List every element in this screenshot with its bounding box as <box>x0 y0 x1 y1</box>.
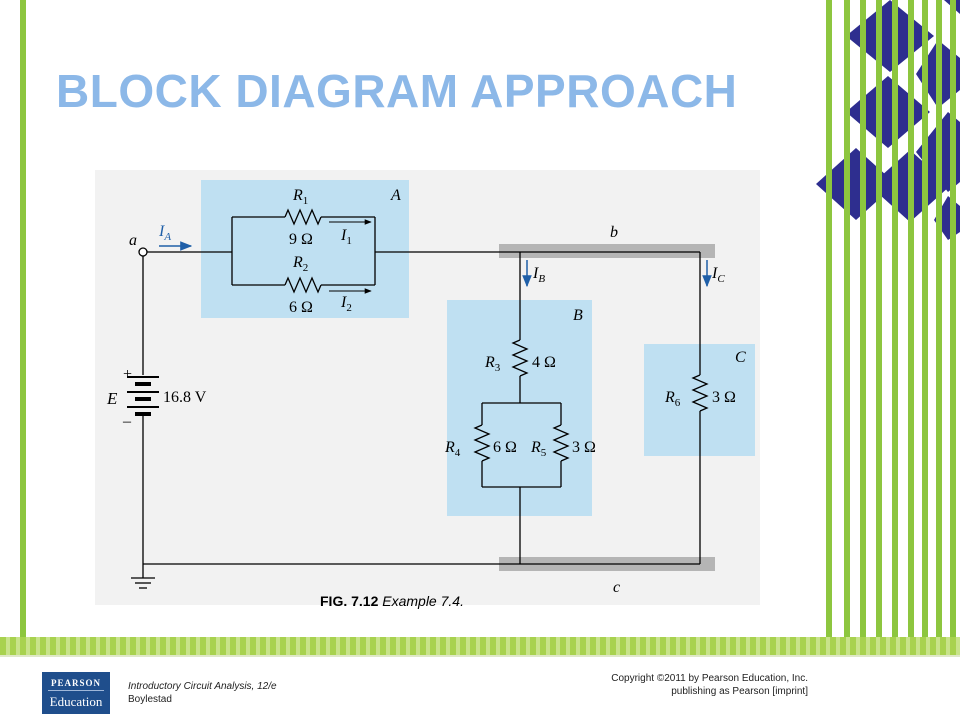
logo-line1: PEARSON <box>48 672 104 691</box>
r6-value: 3 Ω <box>712 389 736 406</box>
current-ia-label: IA <box>158 223 171 243</box>
r3-name: R3 <box>484 354 501 374</box>
battery-icon <box>127 376 159 416</box>
source-plus: + <box>123 366 132 383</box>
source-value: 16.8 V <box>163 389 207 406</box>
book-info: Introductory Circuit Analysis, 12/e Boyl… <box>128 680 277 706</box>
bus-bar-b <box>499 244 715 258</box>
source-minus: – <box>122 413 132 430</box>
left-stripe <box>20 0 26 637</box>
block-b-label: B <box>573 307 583 324</box>
r2-value: 6 Ω <box>289 299 313 316</box>
r4-name: R4 <box>444 439 461 459</box>
source-name: E <box>106 389 118 408</box>
footer-divider <box>0 655 960 657</box>
r6-name: R6 <box>664 389 681 409</box>
logo-line2: Education <box>49 694 103 709</box>
current-i1-label: I1 <box>340 227 352 247</box>
r2-name: R2 <box>292 254 308 274</box>
circuit-diagram: a b c A B C IA I1 I2 IB IC R1 9 Ω R2 6 Ω… <box>106 180 755 596</box>
node-b-label: b <box>610 224 618 241</box>
r5-value: 3 Ω <box>572 439 596 456</box>
figure-caption-text: Example 7.4. <box>382 593 464 609</box>
figure-caption: FIG. 7.12 Example 7.4. <box>320 593 464 609</box>
slide-title: BLOCK DIAGRAM APPROACH <box>56 65 738 117</box>
r1-name: R1 <box>292 187 308 207</box>
pearson-logo: PEARSON Education <box>42 672 110 714</box>
copyright-line1: Copyright ©2011 by Pearson Education, In… <box>611 673 808 684</box>
block-a-label: A <box>390 187 401 204</box>
current-ic-label: IC <box>711 265 725 285</box>
r5-name: R5 <box>530 439 547 459</box>
node-a-terminal <box>138 247 148 257</box>
figure-number: FIG. 7.12 <box>320 593 379 609</box>
block-a <box>201 180 409 318</box>
decorative-stripes <box>816 0 960 637</box>
node-c-label: c <box>613 579 620 596</box>
r1-value: 9 Ω <box>289 231 313 248</box>
current-ib-label: IB <box>532 265 545 285</box>
r3-value: 4 Ω <box>532 354 556 371</box>
footer-band <box>0 637 960 655</box>
book-author: Boylestad <box>128 694 172 705</box>
r4-value: 6 Ω <box>493 439 517 456</box>
book-title: Introductory Circuit Analysis, 12/e <box>128 681 277 692</box>
copyright-line2: publishing as Pearson [imprint] <box>671 686 808 697</box>
block-c-label: C <box>735 349 746 366</box>
current-i2-label: I2 <box>340 294 352 314</box>
copyright-notice: Copyright ©2011 by Pearson Education, In… <box>611 672 808 698</box>
node-a-label: a <box>129 232 137 249</box>
